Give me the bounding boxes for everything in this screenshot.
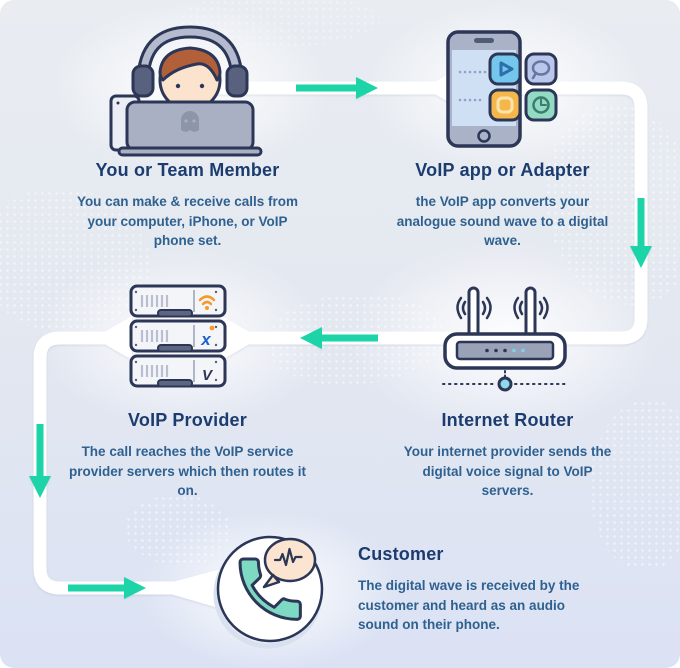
square-app-icon (488, 88, 522, 122)
step-team-member: You or Team Member You can make & receiv… (30, 160, 345, 251)
wifi-router-icon (442, 286, 568, 392)
step-description: The digital wave is received by the cust… (358, 578, 580, 633)
arrow-head-right-2 (124, 577, 146, 599)
step-title: VoIP app or Adapter (415, 160, 590, 180)
server-stack-icon: x V (129, 284, 227, 388)
x-provider-logo-icon: x (200, 330, 212, 349)
connector-flare (150, 566, 232, 612)
step-voip-app: VoIP app or Adapter the VoIP app convert… (345, 160, 660, 251)
connector-flare (424, 72, 452, 104)
step-description: The call reaches the VoIP service provid… (68, 444, 307, 499)
chat-app-icon (524, 52, 558, 86)
wifi-signal-icon (456, 296, 549, 320)
phone-handset-speech-icon (213, 535, 324, 649)
step-title: Customer (358, 544, 444, 564)
step-internet-router: Internet Router Your internet provider s… (350, 410, 665, 501)
arrow-head-right-1 (356, 77, 378, 99)
arrow-head-down-left (29, 476, 51, 498)
step-voip-provider: VoIP Provider The call reaches the VoIP … (30, 410, 345, 501)
speech-bubble (263, 537, 317, 583)
connector-flare (94, 316, 132, 360)
arrow-head-left-1 (300, 327, 322, 349)
play-app-icon (488, 52, 522, 86)
step-title: VoIP Provider (128, 410, 247, 430)
wifi-provider-logo-icon (198, 295, 216, 306)
step-title: You or Team Member (95, 160, 280, 180)
step-description: the VoIP app converts your analogue soun… (396, 194, 609, 249)
network-node-dot (497, 376, 513, 392)
v-provider-logo-icon: V (202, 367, 214, 384)
connector-flare (222, 316, 260, 360)
step-description: You can make & receive calls from your c… (76, 194, 299, 249)
step-description: Your internet provider sends the digital… (403, 444, 612, 499)
person-headset-laptop-icon (109, 25, 263, 157)
step-title: Internet Router (441, 410, 574, 430)
step-customer: Customer The digital wave is received by… (358, 544, 658, 635)
soundwave-glyph (273, 547, 303, 567)
handset-glyph (238, 557, 302, 621)
arrow-head-down-right (630, 246, 652, 268)
smartphone-apps-icon (446, 30, 558, 148)
